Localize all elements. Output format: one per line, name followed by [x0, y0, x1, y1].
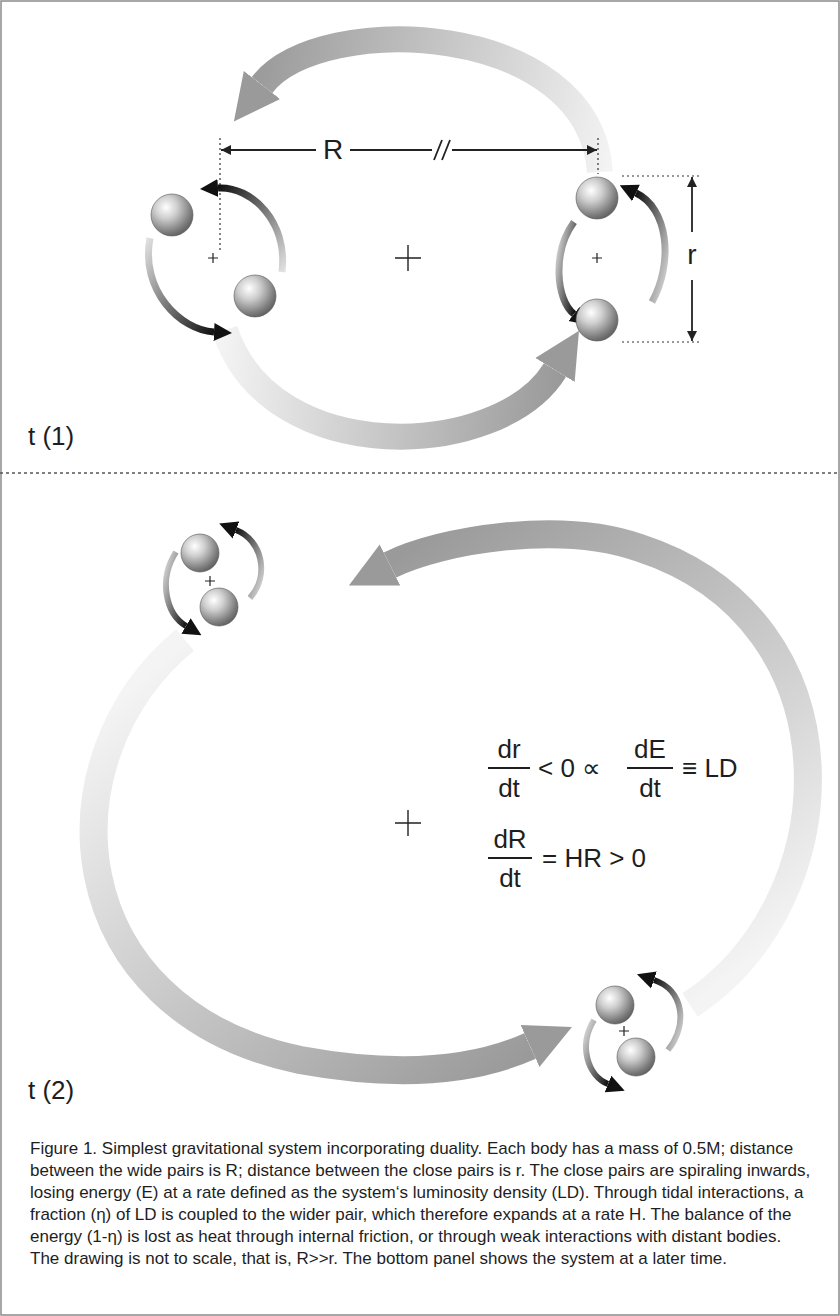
body-sphere: [596, 986, 634, 1024]
body-sphere: [576, 299, 618, 341]
equation-term: dt: [639, 774, 661, 803]
equation-term: = HR > 0: [542, 844, 646, 873]
dimension-line: [452, 149, 597, 151]
fraction-bar: [627, 767, 673, 769]
extension-line: [622, 175, 702, 176]
center-mark: [619, 1026, 629, 1036]
equation-term: dE: [634, 735, 666, 764]
center-mark: [395, 245, 421, 271]
close-orbit-arrow: [218, 188, 283, 272]
dimension-line: [691, 177, 693, 232]
body-sphere: [234, 275, 276, 317]
equation-term: dt: [499, 864, 521, 893]
dimension-line: [221, 149, 316, 151]
dimension-label: R: [323, 135, 343, 166]
fraction-bar: [488, 767, 530, 769]
body-sphere: [200, 588, 238, 626]
close-orbit-arrow: [559, 222, 574, 314]
equation-term: < 0 ∝: [538, 754, 601, 783]
extension-line: [597, 138, 598, 174]
panel-divider: [0, 472, 840, 474]
extension-line: [219, 138, 220, 250]
fraction-bar: [488, 857, 532, 859]
body-sphere: [576, 177, 618, 219]
time-label: t (1): [28, 422, 74, 451]
center-mark: [208, 253, 218, 263]
break-mark: [442, 140, 450, 160]
center-mark: [592, 253, 602, 263]
dimension-label: r: [687, 240, 696, 271]
body-sphere: [617, 1038, 655, 1076]
wide-orbit-arrow: [262, 39, 600, 172]
dimension-line: [350, 149, 432, 151]
wide-orbit-arrow: [390, 534, 808, 1005]
close-orbit-arrow: [654, 980, 680, 1050]
break-mark: [434, 140, 442, 160]
close-orbit-arrow: [586, 1020, 608, 1084]
time-label: t (2): [28, 1076, 74, 1105]
close-orbit-arrow: [636, 193, 665, 302]
wide-orbit-arrow: [94, 640, 530, 1070]
close-orbit-arrow: [148, 238, 214, 332]
wide-orbit-arrow: [225, 330, 555, 437]
center-mark: [395, 810, 421, 836]
equation-term: dr: [497, 735, 520, 764]
extension-line: [622, 341, 702, 342]
equation-term: dt: [498, 774, 520, 803]
body-sphere: [151, 194, 193, 236]
close-orbit-arrow: [236, 530, 261, 598]
body-sphere: [181, 534, 219, 572]
equation-term: dR: [493, 825, 526, 854]
center-mark: [205, 576, 215, 586]
dimension-line: [691, 280, 693, 341]
close-orbit-arrow: [166, 552, 186, 626]
figure-caption: Figure 1. Simplest gravitational system …: [30, 1138, 812, 1270]
equation-term: ≡ LD: [682, 754, 738, 783]
